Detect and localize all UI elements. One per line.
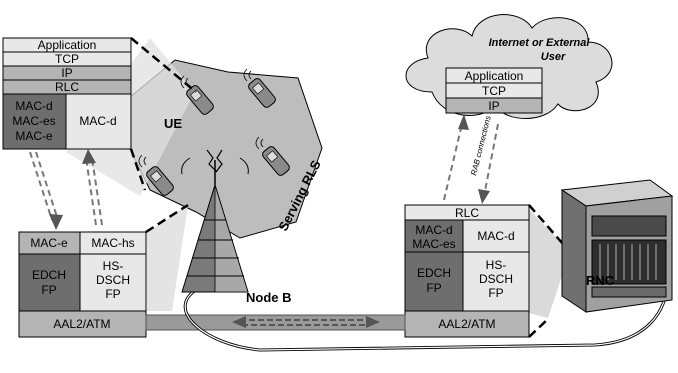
iub-data-arrow [240,319,372,326]
nodeb-stack [18,231,147,338]
rnc-rlc: RLC [455,206,479,220]
mobile-phone-icon [146,166,174,196]
mobile-phone-icon [262,146,290,176]
iub-arrow-left-head [232,316,246,328]
rnc-edch-fp: FP [426,281,441,295]
rab-arrows [443,123,499,201]
ue-rlc: RLC [55,80,79,94]
ue-ip: IP [61,66,72,80]
radio-waves [138,68,264,168]
rab-arrow-head-down [478,189,490,204]
rnc-projection [525,205,570,318]
rnc-stack [404,204,530,338]
rnc-mac-d-left: MAC-d [415,223,452,237]
ue-mac-d-left: MAC-d [15,99,52,113]
nodeb-mac-hs: MAC-hs [91,236,134,250]
ue-mac-es: MAC-es [12,114,55,128]
rnc-aal2-atm: AAL2/ATM [438,317,495,331]
ue-mac-e: MAC-e [15,129,53,143]
ue-label: UE [164,116,182,131]
node-b-label: Node B [246,290,292,305]
antenna-tower-icon [181,149,249,293]
internet-label-line2: User [541,51,566,63]
mobile-phone-icon [248,78,276,108]
nodeb-dsch: DSCH [96,273,130,287]
rnc-mac-d-right: MAC-d [477,229,514,243]
rnc-edch: EDCH [417,266,451,280]
ue-stack [2,37,132,150]
internet-ip: IP [488,99,499,113]
internet-tcp: TCP [482,84,506,98]
ue-application: Application [38,38,97,52]
ue-tcp: TCP [55,52,79,66]
rab-arrow-head-up [458,114,469,130]
rnc-label: RNC [586,273,615,288]
rnc-dsch: DSCH [479,272,513,286]
arrow-head-down [49,214,63,230]
rnc-hsdsch-fp: FP [488,286,503,300]
nodeb-projection [147,205,188,311]
ue-nodeb-arrows [29,151,103,226]
rnc-rack-icon [560,179,674,313]
internet-label-line1: Internet or External [489,37,591,49]
rnc-hs: HS- [486,258,507,272]
rnc-mac-es: MAC-es [412,237,455,251]
iub-link [145,314,406,331]
nodeb-edch-fp: FP [41,283,56,297]
nodeb-edch: EDCH [32,268,66,282]
internet-application: Application [465,69,524,83]
nodeb-mac-e: MAC-e [30,236,68,250]
arrow-head-up [82,149,96,164]
iub-arrow-right-head [366,316,380,328]
nodeb-hs: HS- [103,259,124,273]
nodeb-aal2-atm: AAL2/ATM [53,317,110,331]
internet-stack [445,67,543,114]
projection-lines [129,37,571,338]
ue-mac-d-right: MAC-d [79,114,116,128]
nodeb-hsdsch-fp: FP [105,287,120,301]
